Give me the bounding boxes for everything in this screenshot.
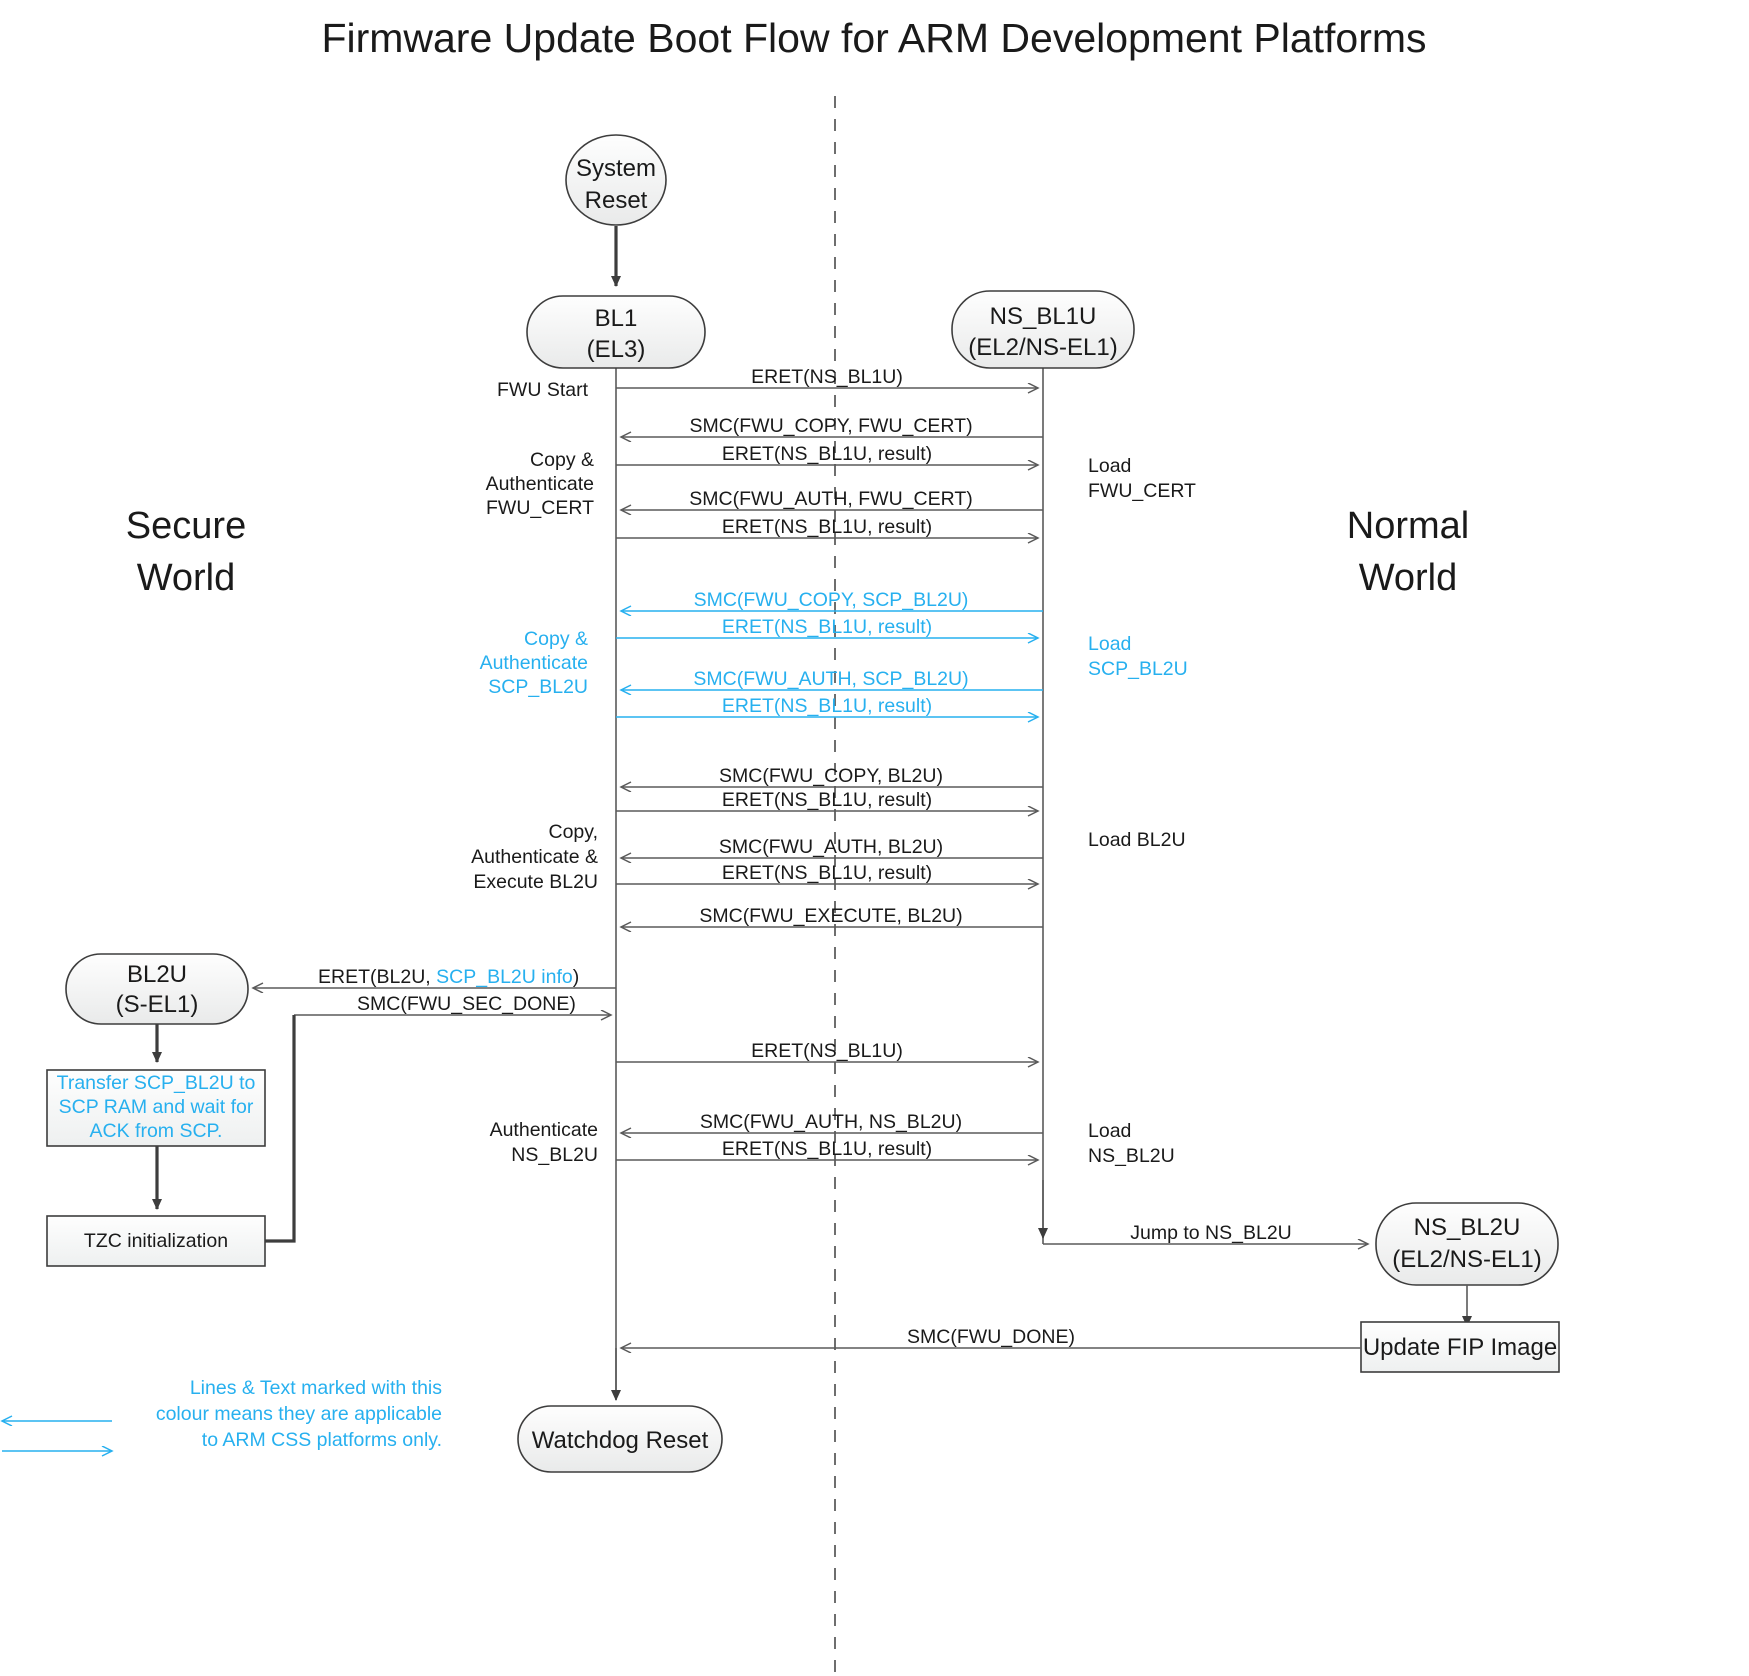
node-ns-bl1u-line2: (EL2/NS-EL1) — [968, 334, 1117, 361]
process-box-transfer-scp-line2: SCP RAM and wait for — [59, 1096, 254, 1118]
message-label-m9: ERET(NS_BL1U, result) — [722, 695, 932, 717]
node-watchdog-reset-label: Watchdog Reset — [532, 1427, 709, 1454]
process-box-transfer-scp[interactable] — [46, 1069, 266, 1147]
message-label-m15: ERET(NS_BL1U) — [751, 1040, 903, 1062]
process-box-update-fip[interactable] — [1360, 1321, 1560, 1373]
message-label-m6: SMC(FWU_COPY, SCP_BL2U) — [694, 589, 969, 611]
node-ns-bl1u[interactable] — [951, 290, 1135, 369]
node-system-reset[interactable] — [565, 134, 667, 226]
annotation-load-bl2u: Load BL2U — [1088, 829, 1186, 851]
message-label-m4: SMC(FWU_AUTH, FWU_CERT) — [689, 488, 972, 510]
message-label-smc-fwu-done: SMC(FWU_DONE) — [907, 1326, 1075, 1348]
annotation-load-scp-bl2u-line1: Load — [1088, 633, 1131, 655]
process-box-tzc-init-label: TZC initialization — [84, 1230, 228, 1252]
process-box-transfer-scp-line3: ACK from SCP. — [90, 1120, 223, 1142]
node-system-reset-line1: System — [576, 155, 656, 182]
annotation-load-fwu-cert-line1: Load — [1088, 455, 1131, 477]
message-label-m7: ERET(NS_BL1U, result) — [722, 616, 932, 638]
normal-world-label-line1: Normal — [1347, 505, 1469, 547]
annotation-copy-auth-cert-line2: Authenticate — [486, 473, 594, 495]
annotation-load-ns-bl2u-line1: Load — [1088, 1120, 1131, 1142]
eret-bl2u-prefix: ERET(BL2U, — [318, 966, 436, 988]
message-label-smc-fwu-sec-done: SMC(FWU_SEC_DONE) — [357, 993, 576, 1015]
node-bl1-line2: (EL3) — [587, 336, 646, 363]
secure-world-label-line2: World — [137, 557, 236, 599]
message-label-m5: ERET(NS_BL1U, result) — [722, 516, 932, 538]
annotation-load-ns-bl2u-line2: NS_BL2U — [1088, 1145, 1175, 1167]
message-label-m2: SMC(FWU_COPY, FWU_CERT) — [689, 415, 972, 437]
eret-bl2u-suffix: ) — [573, 966, 580, 988]
legend-line1: Lines & Text marked with this — [190, 1377, 442, 1399]
annotation-fwu-start: FWU Start — [497, 379, 589, 401]
node-ns-bl1u-line1: NS_BL1U — [990, 303, 1097, 330]
annotation-copy-auth-scp-line1: Copy & — [524, 628, 588, 650]
process-box-transfer-scp-line1: Transfer SCP_BL2U to — [57, 1072, 256, 1094]
annotation-load-fwu-cert-line2: FWU_CERT — [1088, 480, 1196, 502]
node-system-reset-line2: Reset — [585, 187, 648, 214]
connector-tzc-to-smc-fwu-sec-done — [265, 1015, 296, 1243]
node-bl1-line1: BL1 — [595, 305, 638, 332]
message-label-jump-to-ns-bl2u: Jump to NS_BL2U — [1130, 1222, 1292, 1244]
message-label-m11: ERET(NS_BL1U, result) — [722, 789, 932, 811]
message-label-m10: SMC(FWU_COPY, BL2U) — [719, 765, 943, 787]
annotation-copy-auth-scp-line3: SCP_BL2U — [488, 676, 588, 698]
normal-world-label-line2: World — [1359, 557, 1458, 599]
annotation-load-scp-bl2u-line2: SCP_BL2U — [1088, 658, 1188, 680]
process-box-update-fip-label: Update FIP Image — [1363, 1334, 1557, 1361]
node-ns-bl2u-line1: NS_BL2U — [1414, 1214, 1521, 1241]
message-label-m12: SMC(FWU_AUTH, BL2U) — [719, 836, 943, 858]
annotation-copy-auth-exec-bl2u-line3: Execute BL2U — [473, 871, 598, 893]
annotation-copy-auth-scp-line2: Authenticate — [480, 652, 588, 674]
node-ns-bl2u-line2: (EL2/NS-EL1) — [1392, 1246, 1541, 1273]
node-bl2u-line1: BL2U — [127, 961, 187, 988]
eret-bl2u-cyan: SCP_BL2U info — [436, 966, 573, 988]
annotation-authenticate-ns-bl2u-line1: Authenticate — [490, 1119, 598, 1141]
message-label-m14: SMC(FWU_EXECUTE, BL2U) — [699, 905, 962, 927]
annotation-copy-auth-exec-bl2u-line1: Copy, — [549, 821, 599, 843]
message-label-m1: ERET(NS_BL1U) — [751, 366, 903, 388]
message-label-m13: ERET(NS_BL1U, result) — [722, 862, 932, 884]
legend-line3: to ARM CSS platforms only. — [202, 1429, 442, 1451]
annotation-copy-auth-exec-bl2u-line2: Authenticate & — [471, 846, 598, 868]
node-bl1[interactable] — [526, 295, 706, 369]
page-title: Firmware Update Boot Flow for ARM Develo… — [321, 15, 1426, 61]
annotation-authenticate-ns-bl2u-line2: NS_BL2U — [511, 1144, 598, 1166]
annotation-copy-auth-cert-line1: Copy & — [530, 449, 594, 471]
message-label-m8: SMC(FWU_AUTH, SCP_BL2U) — [693, 668, 968, 690]
message-label-m16: SMC(FWU_AUTH, NS_BL2U) — [700, 1111, 962, 1133]
annotation-copy-auth-cert-line3: FWU_CERT — [486, 497, 594, 519]
message-label-m3: ERET(NS_BL1U, result) — [722, 443, 932, 465]
message-label-eret-bl2u: ERET(BL2U, SCP_BL2U info) — [318, 966, 579, 988]
node-bl2u-line2: (S-EL1) — [116, 991, 199, 1018]
message-label-m17: ERET(NS_BL1U, result) — [722, 1138, 932, 1160]
node-watchdog-reset[interactable] — [517, 1405, 723, 1473]
legend-line2: colour means they are applicable — [156, 1403, 442, 1425]
secure-world-label-line1: Secure — [126, 505, 246, 547]
